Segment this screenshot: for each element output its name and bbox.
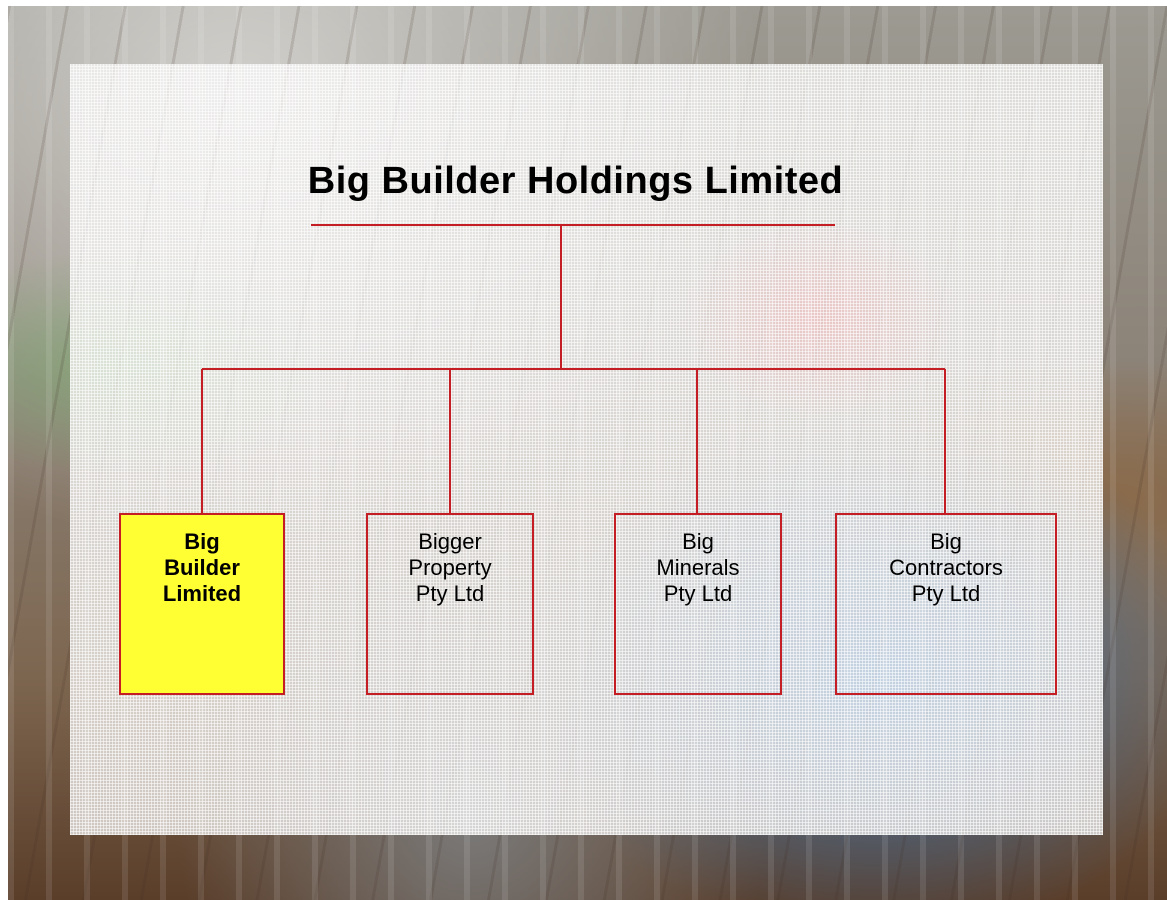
node-line: Minerals <box>656 555 740 580</box>
node-line: Big <box>184 529 220 554</box>
org-node-big-minerals: Big Minerals Pty Ltd <box>614 513 782 695</box>
node-line: Limited <box>162 581 242 606</box>
org-node-big-contractors: Big Contractors Pty Ltd <box>835 513 1057 695</box>
node-line: Big <box>682 529 714 554</box>
org-node-bigger-property: Bigger Property Pty Ltd <box>366 513 534 695</box>
node-line: Builder <box>164 555 240 580</box>
node-line: Pty Ltd <box>415 581 485 606</box>
node-line: Pty Ltd <box>663 581 733 606</box>
org-node-big-builder-limited: Big Builder Limited <box>119 513 285 695</box>
node-line: Big <box>930 529 962 554</box>
org-chart-root-title: Big Builder Holdings Limited <box>307 160 844 202</box>
node-line: Contractors <box>889 555 1003 580</box>
translucent-grid-panel <box>70 64 1103 835</box>
node-line: Bigger <box>418 529 482 554</box>
node-line: Property <box>408 555 492 580</box>
node-line: Pty Ltd <box>911 581 981 606</box>
